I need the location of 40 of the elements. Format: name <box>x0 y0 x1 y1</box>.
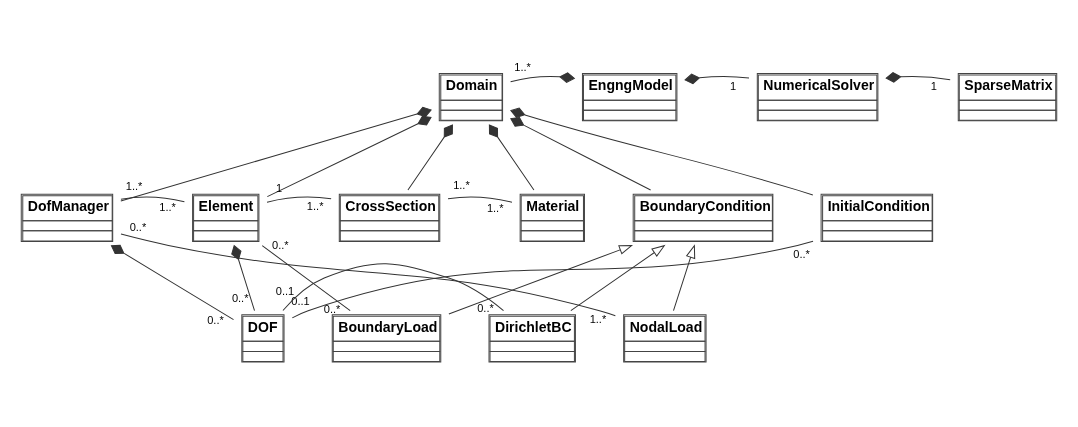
connector <box>261 244 351 311</box>
label: 0..1 <box>275 284 295 297</box>
label: 0..* <box>793 247 810 260</box>
label: 0..* <box>231 291 249 304</box>
connector <box>231 244 255 311</box>
connector <box>510 107 814 195</box>
label: 1 <box>930 79 937 92</box>
arrow <box>673 244 696 311</box>
label: 1..* <box>125 179 143 192</box>
arrow <box>570 244 665 311</box>
label: 1..* <box>159 200 176 213</box>
label: 0..1 <box>291 294 310 307</box>
arrow <box>448 244 633 314</box>
connector <box>266 115 432 197</box>
label: 0..* <box>129 220 147 233</box>
connector <box>488 124 535 190</box>
connector <box>510 71 575 83</box>
connector <box>447 196 513 203</box>
label: 1 <box>276 181 283 194</box>
label: 1 <box>730 79 737 92</box>
connector <box>110 244 235 320</box>
label: 1..* <box>453 178 470 191</box>
connector <box>282 262 504 311</box>
connector <box>510 116 652 190</box>
connector <box>407 124 453 190</box>
label: 0..* <box>477 301 494 314</box>
label: 0..* <box>272 238 289 251</box>
label: 0..* <box>207 313 224 326</box>
connector <box>120 196 185 202</box>
connector <box>266 196 332 203</box>
connector <box>885 71 951 83</box>
label: 1..* <box>486 201 504 214</box>
label: 1..* <box>514 60 531 73</box>
connector <box>291 240 814 318</box>
label: 0..* <box>323 302 341 315</box>
connector <box>684 73 750 84</box>
connector <box>120 106 432 201</box>
label: 1..* <box>589 312 607 325</box>
label: 1..* <box>306 199 324 212</box>
connector <box>120 233 616 316</box>
